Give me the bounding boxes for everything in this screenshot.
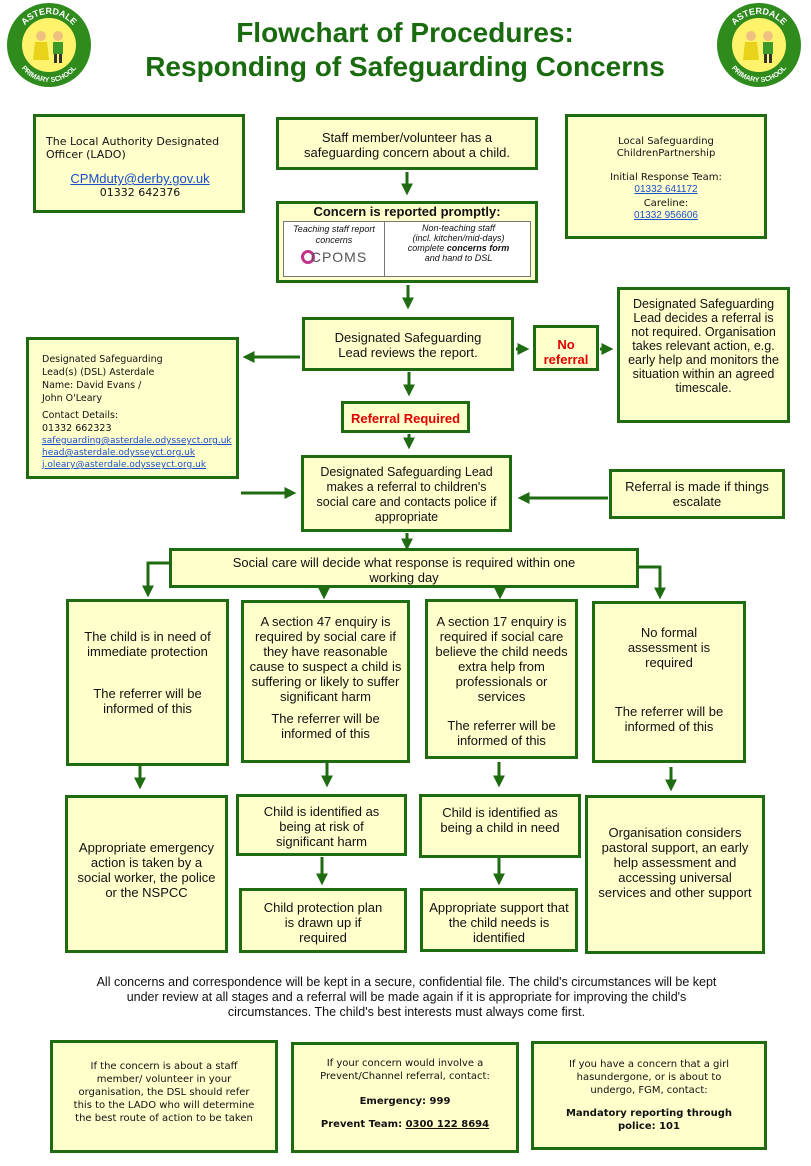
referral-required-box: Referral Required	[341, 401, 470, 433]
no-formal-assessment-text: No formal assessment is required	[627, 625, 711, 670]
dsl-reviews-text: Designated Safeguarding Lead reviews the…	[334, 330, 482, 360]
prevent-channel-box: If your concern would involve a Prevent/…	[291, 1042, 519, 1153]
no-formal-assessment-box: No formal assessment is required The ref…	[592, 601, 746, 763]
dsl-phone: 01332 662323	[42, 423, 112, 434]
school-logo-right: ASTERDALE PRIMARY SCHOOL	[717, 3, 801, 87]
lscp-careline-phone-link[interactable]: 01332 956606	[634, 210, 698, 221]
dsl-email-2-link[interactable]: head@asterdale.odysseyct.org.uk	[42, 448, 196, 458]
child-in-need-box: Child is identified as being a child in …	[419, 794, 581, 858]
child-protection-plan-text: Child protection plan is drawn up if req…	[263, 900, 383, 945]
referral-escalate-box: Referral is made if things escalate	[609, 469, 785, 519]
dsl-line-1: Designated Safeguarding	[42, 354, 163, 365]
referral-not-required-box: Designated Safeguarding Lead decides a r…	[617, 287, 790, 423]
emergency-action-box: Appropriate emergency action is taken by…	[65, 795, 228, 953]
referral-escalate-text: Referral is made if things escalate	[625, 479, 769, 509]
prevent-emergency-text: Emergency: 999	[359, 1096, 451, 1107]
pastoral-support-text: Organisation considers pastoral support,…	[598, 825, 752, 900]
start-concern-text: Staff member/volunteer has a safeguardin…	[304, 130, 510, 160]
child-protection-plan-box: Child protection plan is drawn up if req…	[239, 888, 407, 953]
immediate-protection-text: The child is in need of immediate protec…	[84, 629, 211, 659]
referrer-informed-text: The referrer will be informed of this	[614, 704, 724, 734]
prevent-team-phone-link[interactable]: 0300 122 8694	[405, 1119, 490, 1130]
confidentiality-note: All concerns and correspondence will be …	[96, 975, 717, 1019]
report-inner-table: Teaching staff report concerns CPOMS Non…	[283, 221, 531, 277]
social-care-decision-box: Social care will decide what response is…	[169, 548, 639, 588]
referral-not-required-text: Designated Safeguarding Lead decides a r…	[628, 297, 779, 395]
prevent-channel-text: If your concern would involve a Prevent/…	[320, 1058, 490, 1082]
fgm-concern-box: If you have a concern that a girl hasund…	[531, 1041, 767, 1150]
dsl-makes-referral-text: Designated Safeguarding Lead makes a ref…	[316, 465, 497, 524]
dsl-contacts-box: Designated Safeguarding Lead(s) (DSL) As…	[26, 337, 239, 479]
non-teaching-line-4: and hand to DSL	[424, 253, 493, 263]
report-title: Concern is reported promptly:	[313, 204, 501, 219]
cpoms-logo: CPOMS	[284, 249, 384, 266]
risk-of-harm-text: Child is identified as being at risk of …	[263, 804, 380, 849]
dsl-line-5: Contact Details:	[42, 410, 119, 421]
start-concern-box: Staff member/volunteer has a safeguardin…	[276, 117, 538, 170]
cpoms-logo-text: CPOMS	[310, 249, 368, 265]
fgm-concern-text: If you have a concern that a girl hasund…	[568, 1059, 730, 1096]
title-line-1: Flowchart of Procedures:	[236, 17, 574, 48]
lscp-irt-phone-link[interactable]: 01332 641172	[634, 184, 698, 195]
referrer-informed-text: The referrer will be informed of this	[447, 718, 556, 748]
lado-title: The Local Authority Designated Officer (…	[46, 135, 220, 161]
pastoral-support-box: Organisation considers pastoral support,…	[585, 795, 765, 954]
referrer-informed-text: The referrer will be informed of this	[271, 711, 380, 741]
lscp-irt-label: Initial Response Team:	[610, 172, 722, 183]
dsl-line-2: Lead(s) (DSL) Asterdale	[42, 367, 155, 378]
dsl-email-1-link[interactable]: safeguarding@asterdale.odysseyct.org.uk	[42, 436, 232, 446]
school-logo-left: ASTERDALE PRIMARY SCHOOL	[7, 3, 91, 87]
dsl-line-4: John O'Leary	[42, 393, 103, 404]
dsl-email-3-link[interactable]: j.oleary@asterdale.odysseyct.org.uk	[42, 460, 207, 470]
non-teaching-line-3: complete concerns form	[386, 243, 531, 253]
lscp-box: Local Safeguarding ChildrenPartnership I…	[565, 114, 767, 239]
immediate-protection-box: The child is in need of immediate protec…	[66, 599, 229, 766]
no-referral-box: No referral	[533, 325, 599, 371]
child-in-need-text: Child is identified as being a child in …	[440, 805, 560, 835]
teaching-staff-text: Teaching staff report concerns	[293, 224, 375, 245]
referrer-informed-text: The referrer will be informed of this	[93, 686, 202, 716]
social-care-decision-text: Social care will decide what response is…	[232, 555, 576, 585]
teaching-staff-cell: Teaching staff report concerns CPOMS	[284, 222, 385, 276]
non-teaching-staff-cell: Non-teaching staff (incl. kitchen/mid-da…	[386, 223, 531, 263]
no-referral-text: No referral	[543, 337, 589, 367]
section-47-box: A section 47 enquiry is required by soci…	[241, 600, 410, 763]
lado-phone: 01332 642376	[99, 186, 181, 199]
support-identified-text: Appropriate support that the child needs…	[429, 900, 569, 945]
prevent-team-line: Prevent Team: 0300 122 8694	[306, 1118, 504, 1131]
lscp-title: Local Safeguarding ChildrenPartnership	[616, 136, 716, 159]
support-identified-box: Appropriate support that the child needs…	[420, 888, 578, 952]
dsl-reviews-box: Designated Safeguarding Lead reviews the…	[302, 317, 514, 371]
section-17-box: A section 17 enquiry is required if soci…	[425, 599, 578, 759]
section-17-text: A section 17 enquiry is required if soci…	[435, 614, 568, 704]
lado-box: The Local Authority Designated Officer (…	[33, 114, 245, 213]
non-teaching-line-2: (incl. kitchen/mid-days)	[412, 233, 505, 243]
staff-concern-lado-text: If the concern is about a staff member/ …	[73, 1061, 255, 1124]
section-47-text: A section 47 enquiry is required by soci…	[249, 614, 402, 704]
emergency-action-text: Appropriate emergency action is taken by…	[77, 840, 216, 900]
concerns-form-bold: concerns form	[446, 243, 510, 253]
staff-concern-lado-box: If the concern is about a staff member/ …	[50, 1040, 278, 1153]
non-teaching-line-1: Non-teaching staff	[421, 223, 496, 233]
referral-required-text: Referral Required	[350, 411, 461, 426]
lscp-careline-label: Careline:	[643, 198, 689, 209]
fgm-mandatory-reporting-text: Mandatory reporting through police: 101	[565, 1108, 733, 1132]
risk-of-harm-box: Child is identified as being at risk of …	[236, 794, 407, 856]
report-concern-box: Concern is reported promptly: Teaching s…	[276, 201, 538, 283]
prevent-team-label: Prevent Team:	[320, 1119, 403, 1130]
page-title: Flowchart of Procedures: Responding of S…	[95, 16, 715, 84]
dsl-line-3: Name: David Evans /	[42, 380, 142, 391]
non-teaching-complete: complete	[407, 243, 445, 253]
title-line-2: Responding of Safeguarding Concerns	[145, 51, 665, 82]
dsl-makes-referral-box: Designated Safeguarding Lead makes a ref…	[301, 455, 512, 532]
lado-email-link[interactable]: CPMduty@derby.gov.uk	[70, 171, 210, 186]
